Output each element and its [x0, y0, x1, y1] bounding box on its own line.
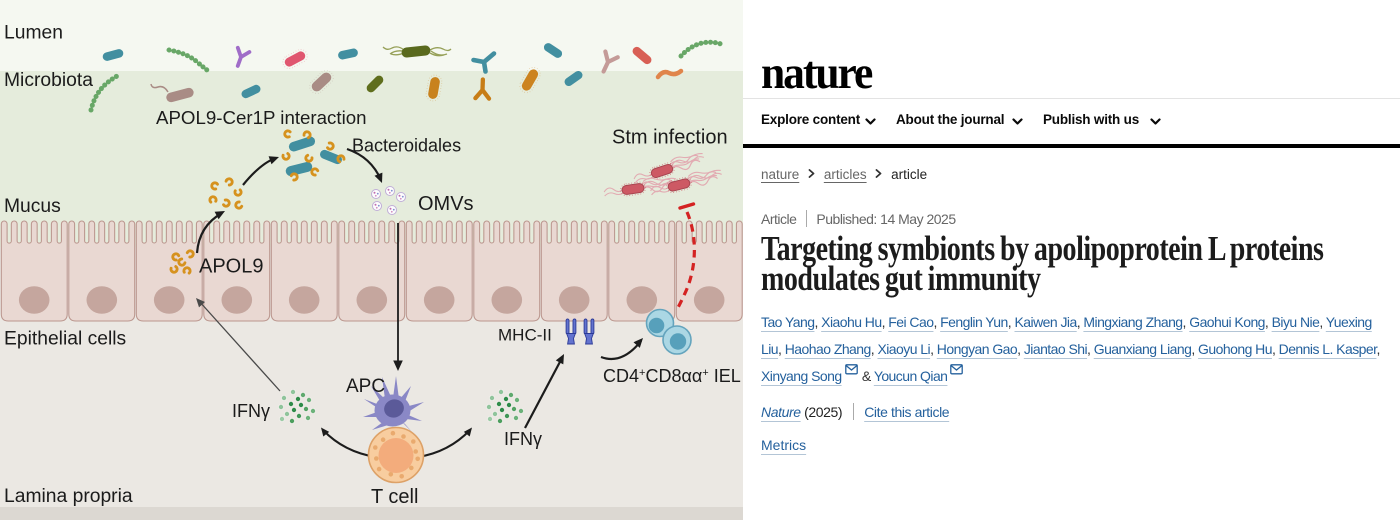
svg-text:Stm infection: Stm infection [612, 127, 728, 149]
svg-text:Mucus: Mucus [4, 196, 61, 217]
svg-text:CD4+CD8αα+ IEL: CD4+CD8αα+ IEL [603, 366, 741, 386]
svg-text:APC: APC [346, 376, 385, 397]
svg-text:APOL9: APOL9 [199, 256, 263, 278]
svg-text:OMVs: OMVs [418, 193, 474, 215]
svg-text:Microbiota: Microbiota [4, 70, 93, 91]
svg-text:IFNγ: IFNγ [504, 429, 542, 449]
svg-text:Lamina propria: Lamina propria [4, 486, 133, 507]
svg-text:APOL9-Cer1P interaction: APOL9-Cer1P interaction [156, 107, 367, 128]
svg-text:MHC-II: MHC-II [498, 326, 552, 345]
svg-text:IFNγ: IFNγ [232, 401, 270, 421]
svg-text:Bacteroidales: Bacteroidales [352, 136, 461, 156]
svg-text:Epithelial cells: Epithelial cells [4, 329, 126, 350]
svg-text:Lumen: Lumen [4, 23, 63, 44]
svg-text:T cell: T cell [371, 486, 418, 508]
